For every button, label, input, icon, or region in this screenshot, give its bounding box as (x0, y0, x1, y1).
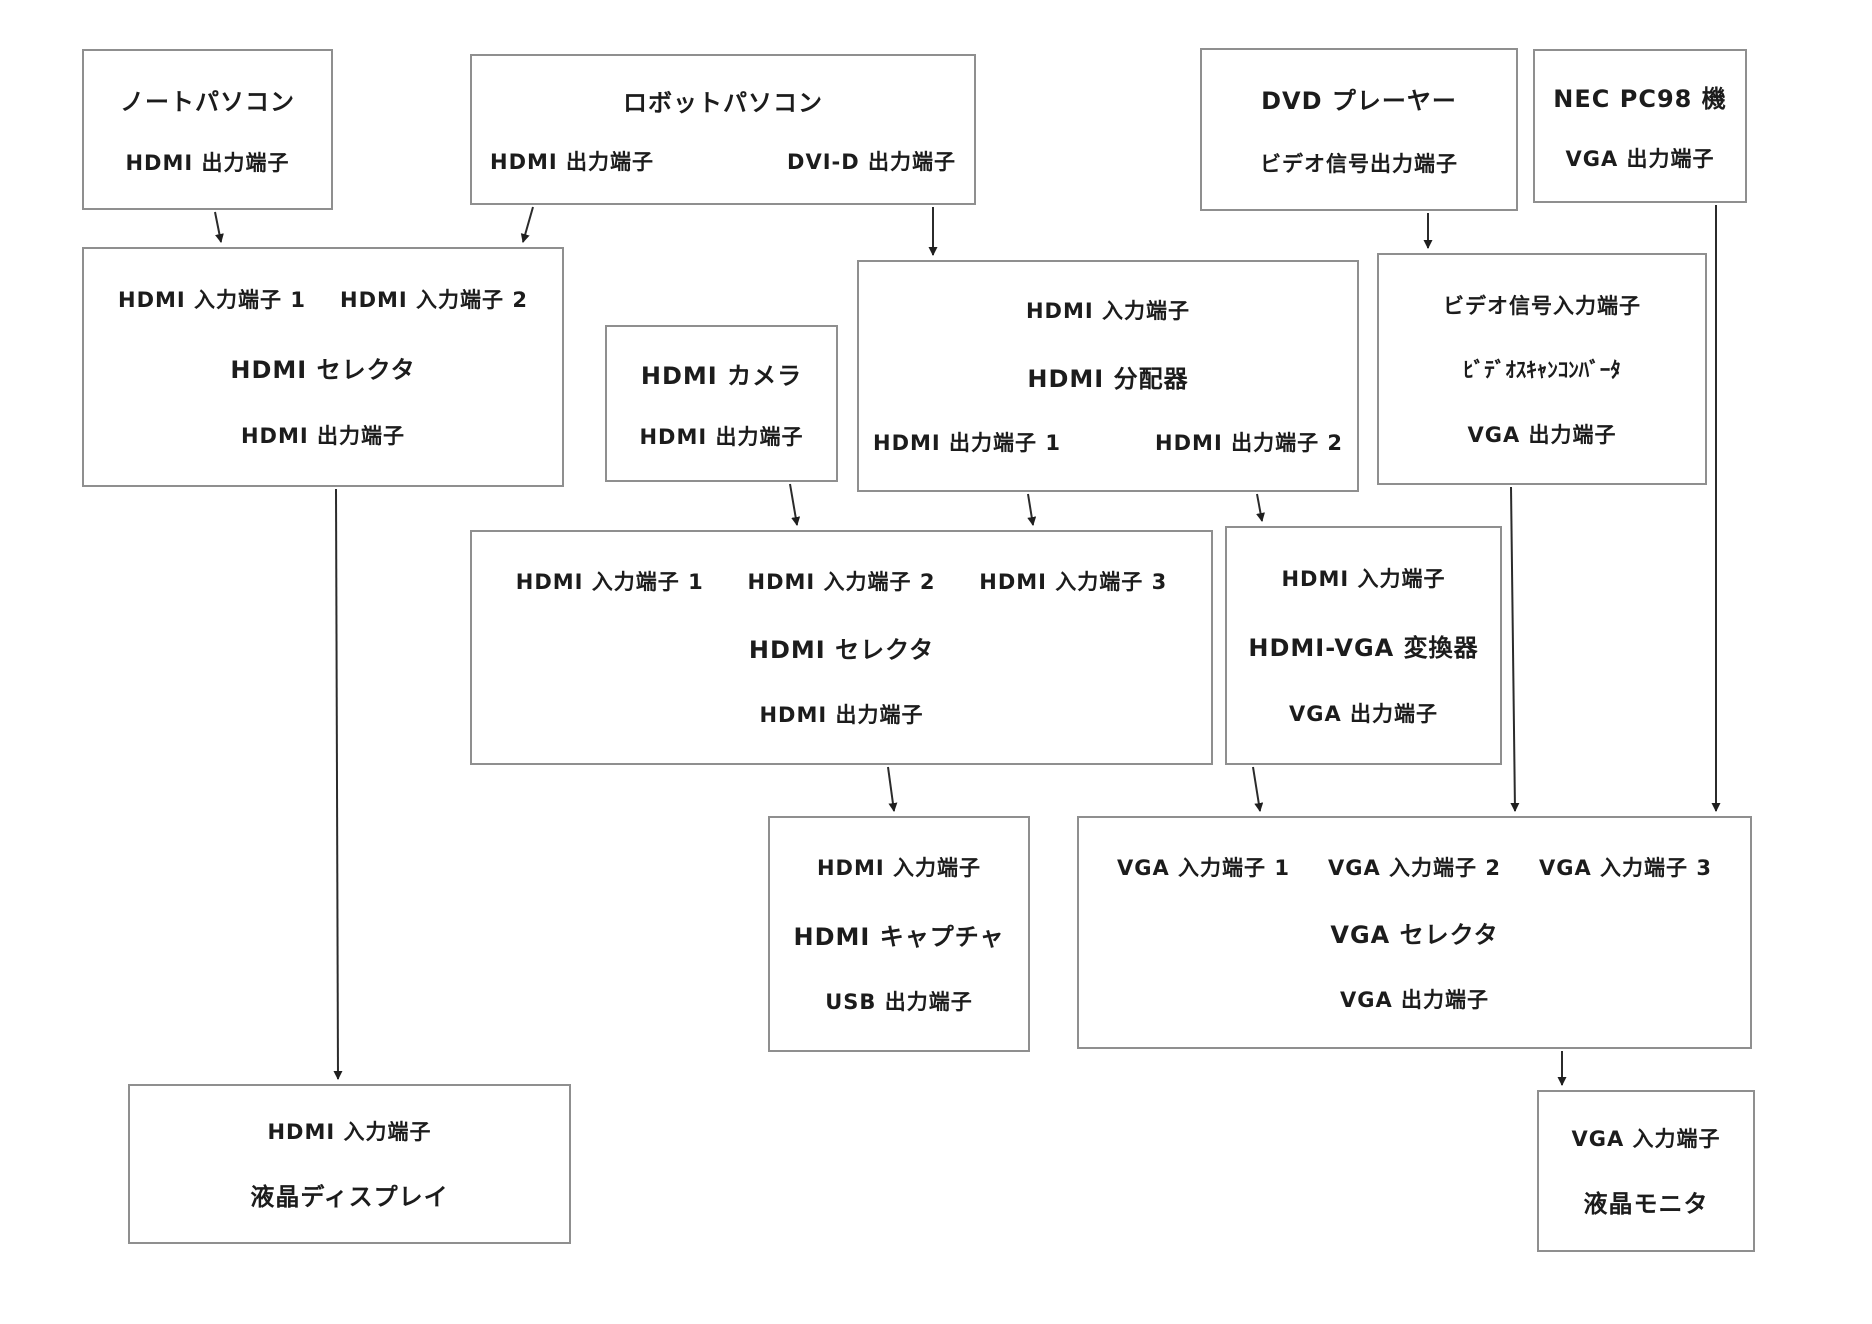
node-lcd-monitor: VGA 入力端子 液晶モニタ (1537, 1090, 1755, 1252)
port-label: VGA 入力端子 2 (1327, 855, 1501, 880)
port-label: DVI-D 出力端子 (787, 149, 956, 174)
port-label: VGA 入力端子 1 (1117, 855, 1290, 880)
node-laptop: ノートパソコン HDMI 出力端子 (82, 49, 333, 210)
node-hdmi-selector-3in: HDMI 入力端子 1 HDMI 入力端子 2 HDMI 入力端子 3 HDMI… (470, 530, 1213, 765)
port-label: HDMI 出力端子 (759, 703, 924, 727)
node-title: VGA セレクタ (1330, 921, 1499, 949)
port-label: HDMI 出力端子 (639, 424, 804, 449)
node-hdmi-capture: HDMI 入力端子 HDMI キャプチャ USB 出力端子 (768, 816, 1030, 1052)
edge-video-scan-converter-to-vga-selector (1510, 486, 1520, 812)
edge-hdmi-vga-converter-to-vga-selector (1252, 766, 1264, 812)
port-label: ビデオ信号入力端子 (1443, 293, 1641, 318)
port-label: HDMI 出力端子 1 (873, 430, 1061, 455)
port-label: HDMI 入力端子 2 (340, 288, 528, 313)
edge-hdmi-selector-3in-to-hdmi-capture (887, 766, 898, 812)
node-title: HDMI セレクタ (748, 636, 935, 664)
port-label: HDMI 入力端子 1 (118, 288, 306, 313)
port-label: HDMI 入力端子 (1025, 299, 1191, 324)
node-hdmi-camera: HDMI カメラ HDMI 出力端子 (605, 325, 838, 482)
node-video-scan-converter: ビデオ信号入力端子 ﾋﾞﾃﾞｵｽｷｬﾝｺﾝﾊﾞｰﾀ VGA 出力端子 (1377, 253, 1707, 485)
node-lcd-display: HDMI 入力端子 液晶ディスプレイ (128, 1084, 571, 1244)
node-title: DVD プレーヤー (1261, 87, 1457, 116)
node-title: HDMI 分配器 (1027, 364, 1189, 393)
port-label: USB 出力端子 (825, 989, 973, 1014)
port-label: HDMI 出力端子 2 (1155, 430, 1343, 455)
port-label: HDMI 出力端子 (240, 423, 406, 448)
port-label: HDMI 入力端子 2 (747, 570, 936, 594)
port-label: VGA 出力端子 (1467, 422, 1617, 447)
node-title: 液晶モニタ (1583, 1190, 1709, 1218)
edge-hdmi-camera-to-hdmi-selector-3in (789, 483, 801, 526)
port-label: VGA 入力端子 (1571, 1127, 1721, 1151)
port-label: HDMI 入力端子 3 (979, 570, 1168, 594)
port-label: HDMI 出力端子 (125, 151, 290, 176)
node-title: HDMI キャプチャ (793, 922, 1005, 951)
node-vga-selector: VGA 入力端子 1 VGA 入力端子 2 VGA 入力端子 3 VGA セレク… (1077, 816, 1752, 1049)
edge-splitter-out1-to-hdmi-selector-3in (1027, 493, 1037, 526)
node-hdmi-selector-2in: HDMI 入力端子 1 HDMI 入力端子 2 HDMI セレクタ HDMI 出… (82, 247, 564, 487)
node-hdmi-vga-converter: HDMI 入力端子 HDMI-VGA 変換器 VGA 出力端子 (1225, 526, 1502, 765)
port-label: ビデオ信号出力端子 (1260, 151, 1458, 176)
port-label: VGA 入力端子 3 (1538, 855, 1712, 880)
node-title: ロボットパソコン (623, 89, 823, 118)
node-robot-pc: ロボットパソコン HDMI 出力端子 DVI-D 出力端子 (470, 54, 976, 205)
node-hdmi-splitter: HDMI 入力端子 HDMI 分配器 HDMI 出力端子 1 HDMI 出力端子… (857, 260, 1359, 492)
port-label: VGA 出力端子 (1339, 987, 1490, 1012)
node-title: HDMI-VGA 変換器 (1248, 634, 1479, 662)
port-label: VGA 出力端子 (1288, 702, 1439, 726)
node-title: ﾋﾞﾃﾞｵｽｷｬﾝｺﾝﾊﾞｰﾀ (1463, 358, 1621, 382)
edge-robot-pc-hdmi-to-hdmi-selector-2in (520, 206, 534, 243)
edge-laptop-to-hdmi-selector-2in (214, 211, 224, 243)
node-dvd-player: DVD プレーヤー ビデオ信号出力端子 (1200, 48, 1518, 211)
edge-hdmi-selector-2in-to-lcd-display (333, 488, 343, 1080)
port-label: HDMI 入力端子 (267, 1120, 432, 1145)
port-label: HDMI 入力端子 (816, 856, 982, 881)
port-label: VGA 出力端子 (1565, 146, 1715, 171)
port-label: HDMI 入力端子 1 (515, 570, 704, 594)
node-title: ノートパソコン (120, 87, 295, 116)
node-title: NEC PC98 機 (1553, 85, 1727, 114)
edge-splitter-out2-to-hdmi-vga-converter (1256, 493, 1265, 522)
node-nec-pc98: NEC PC98 機 VGA 出力端子 (1533, 49, 1747, 203)
port-label: HDMI 出力端子 (490, 149, 655, 174)
node-title: HDMI カメラ (640, 362, 803, 391)
node-title: 液晶ディスプレイ (250, 1182, 449, 1211)
port-label: HDMI 入力端子 (1281, 567, 1446, 591)
node-title: HDMI セレクタ (230, 355, 416, 384)
